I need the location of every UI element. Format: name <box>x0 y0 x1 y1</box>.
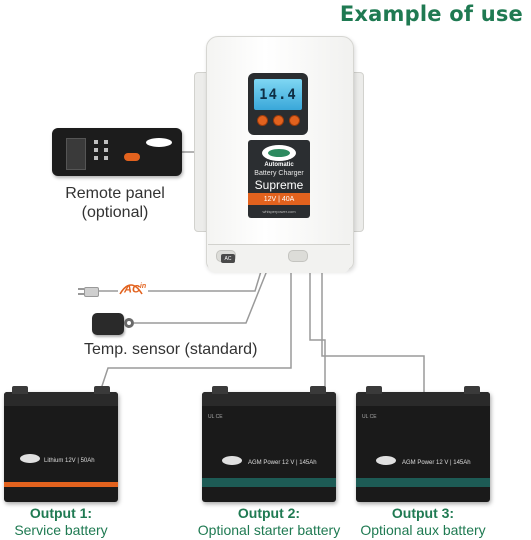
charger-gland-2 <box>288 250 308 262</box>
charger-url: whisperpower.com <box>248 209 310 214</box>
battery-1-lid <box>4 392 118 406</box>
output-1-desc: Service battery <box>0 522 128 538</box>
battery-1-terminal <box>12 386 28 394</box>
whisperpower-logo-icon <box>262 145 296 161</box>
battery-2-terminal <box>310 386 326 394</box>
sensor-cable <box>134 268 268 323</box>
temp-sensor <box>92 313 124 335</box>
charger-button-1[interactable] <box>257 115 268 126</box>
output-1-title: Output 1: <box>4 505 118 521</box>
output-2-desc: Optional starter battery <box>182 522 356 538</box>
battery-2-logo-icon <box>222 456 242 465</box>
charger-lcd-display: 14.4 <box>254 79 302 110</box>
remote-panel-screen <box>66 138 86 170</box>
battery-3-stripe <box>356 478 490 487</box>
battery-2-model: AGM Power 12 V | 145Ah <box>248 460 317 466</box>
ac-plug-icon <box>84 287 99 297</box>
battery-1-model: Lithium 12V | 50Ah <box>44 458 95 464</box>
battery-3-cert-icon: UL CE <box>362 414 377 420</box>
remote-led-icon <box>104 140 108 144</box>
remote-panel-caption: Remote panel (optional) <box>52 184 178 222</box>
battery-3-logo-icon <box>376 456 396 465</box>
battery-2-stripe <box>202 478 336 487</box>
output-3-desc: Optional aux battery <box>346 522 500 538</box>
ac-input-label: ACin <box>124 283 146 296</box>
battery-1-logo-icon <box>20 454 40 463</box>
charger-label-supreme: Supreme <box>248 178 310 192</box>
ac-plug-pin-icon <box>78 288 84 290</box>
temp-sensor-caption: Temp. sensor (standard) <box>84 341 257 359</box>
charger-ac-badge: AC <box>221 254 235 263</box>
output-2-title: Output 2: <box>202 505 336 521</box>
remote-led-icon <box>94 156 98 160</box>
battery-3-terminal <box>366 386 382 394</box>
output-3-title: Output 3: <box>356 505 490 521</box>
charger-label-battery-charger: Battery Charger <box>248 170 310 177</box>
remote-led-icon <box>104 156 108 160</box>
battery-2-cert-icon: UL CE <box>208 414 223 420</box>
charger-button-3[interactable] <box>289 115 300 126</box>
battery-2-lid <box>202 392 336 406</box>
remote-panel-knob[interactable] <box>124 153 140 161</box>
battery-3-terminal <box>464 386 480 394</box>
remote-led-icon <box>94 140 98 144</box>
battery-3-model: AGM Power 12 V | 145Ah <box>402 460 471 466</box>
battery-1-stripe <box>4 482 118 487</box>
charger-label-automatic: Automatic <box>248 162 310 168</box>
battery-3-lid <box>356 392 490 406</box>
output3-cable <box>322 268 424 392</box>
charger-button-2[interactable] <box>273 115 284 126</box>
battery-2-terminal <box>212 386 228 394</box>
remote-led-icon <box>104 148 108 152</box>
charger-rating: 12V | 40A <box>248 193 310 205</box>
ac-plug-pin-icon <box>78 293 84 295</box>
remote-logo-icon <box>146 138 172 147</box>
remote-led-icon <box>94 148 98 152</box>
temp-sensor-lug-icon <box>124 318 134 328</box>
battery-1-terminal <box>94 386 110 394</box>
